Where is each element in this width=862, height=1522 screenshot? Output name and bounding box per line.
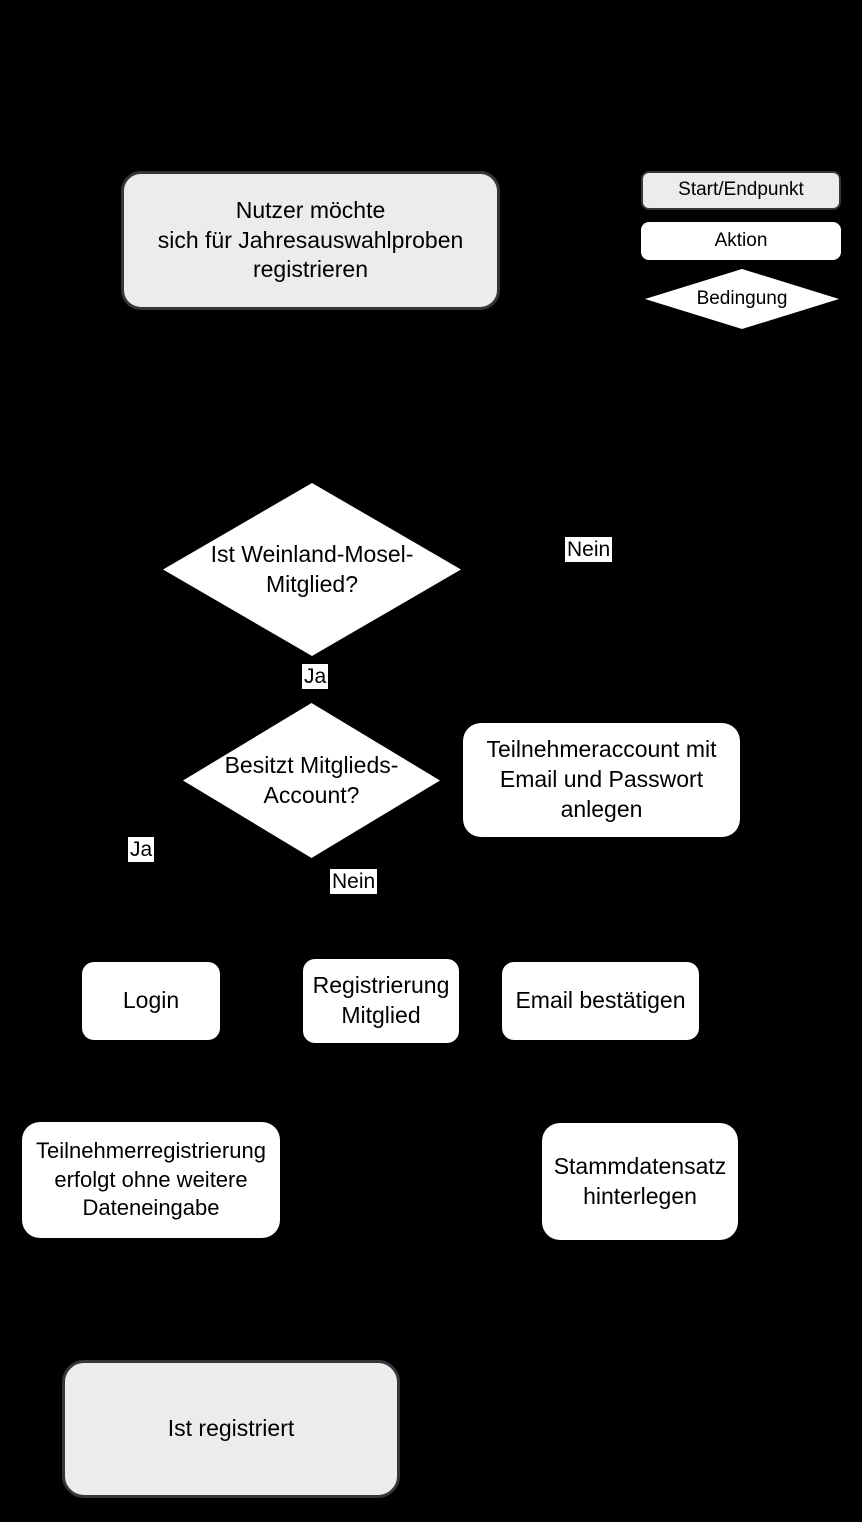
condition-is-weinland-mosel-member: Ist Weinland-Mosel- Mitglied? [163, 483, 461, 656]
end-node: Ist registriert [62, 1360, 400, 1498]
action-confirm-email: Email bestätigen [502, 962, 699, 1040]
action-participant-registration: Teilnehmerregistrierung erfolgt ohne wei… [22, 1122, 280, 1238]
legend-condition: Bedingung [645, 269, 839, 329]
legend-action: Aktion [641, 222, 841, 260]
action-register-member: Registrierung Mitglied [303, 959, 459, 1043]
edge-label-member-nein: Nein [565, 537, 613, 562]
edge-label-account-ja: Ja [128, 837, 155, 862]
legend-start-endpoint: Start/Endpunkt [641, 171, 841, 210]
action-store-master-data: Stammdatensatz hinterlegen [542, 1123, 738, 1240]
edge-label-account-nein: Nein [330, 869, 378, 894]
action-create-participant-account: Teilnehmeraccount mit Email und Passwort… [463, 723, 740, 837]
condition-has-member-account: Besitzt Mitglieds- Account? [183, 703, 440, 858]
start-node: Nutzer möchte sich für Jahresauswahlprob… [121, 171, 500, 310]
edge-label-member-ja: Ja [302, 664, 329, 689]
action-login: Login [82, 962, 220, 1040]
